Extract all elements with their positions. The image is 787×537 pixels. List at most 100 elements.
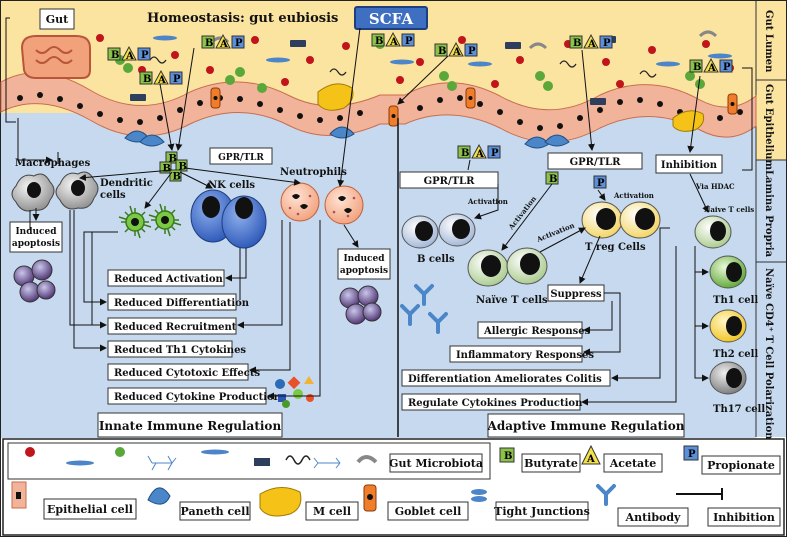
b-cells	[401, 213, 476, 249]
svg-text:A: A	[389, 37, 398, 48]
adaptive-effects: Allergic Responses Inflammatory Response…	[401, 321, 611, 411]
innate-effect-0: Reduced Activation	[114, 274, 224, 285]
svg-text:A: A	[586, 454, 595, 465]
naive-t-cells-label: Naïve T cells	[476, 295, 548, 306]
th2-cell	[709, 309, 747, 343]
svg-text:B: B	[205, 38, 213, 49]
gpr-tlr-innate-box	[209, 147, 273, 165]
svg-text:B: B	[549, 174, 557, 185]
svg-text:B: B	[438, 46, 446, 57]
legend-epithelial-label: Epithelial cell	[47, 503, 133, 516]
legend-goblet: Goblet cell	[363, 484, 469, 521]
svg-text:B: B	[179, 162, 187, 173]
svg-text:B: B	[461, 148, 469, 159]
svg-text:P: P	[235, 38, 243, 49]
naive-t-cells-small: Naive T cells	[704, 205, 754, 214]
svg-text:A: A	[219, 39, 228, 50]
svg-text:A: A	[157, 75, 166, 86]
m-cells	[317, 83, 705, 132]
dendritic-cells	[118, 203, 182, 239]
legend-inhibition-label: Inhibition	[713, 511, 775, 524]
induced-apoptosis-left-line1: Induced	[15, 227, 57, 237]
th1-cell	[709, 255, 747, 289]
svg-text:B: B	[375, 36, 383, 47]
side-label-polarization: Naïve CD4⁺ T Cell Polarization	[763, 268, 774, 440]
svg-text:P: P	[688, 449, 696, 460]
legend-propionate: P Propionate	[683, 445, 781, 475]
induced-apoptosis-left-line2: apoptosis	[12, 239, 60, 249]
legend-tight-junctions-label: Tight Junctions	[494, 505, 590, 518]
svg-text:P: P	[173, 74, 181, 85]
activation-label-1: Activation	[467, 197, 508, 206]
innate-title: Innate Immune Regulation	[99, 419, 282, 433]
legend-microbiota-icons	[25, 447, 378, 471]
gpr-tlr-t: GPR/TLR	[570, 157, 621, 168]
activation-label-4: Activation	[613, 191, 654, 200]
legend-propionate-label: Propionate	[707, 459, 775, 472]
innate-title-box	[97, 412, 283, 438]
adaptive-effect-1: Inflammatory Responses	[456, 350, 594, 361]
svg-text:B: B	[693, 62, 701, 73]
neutrophils	[280, 182, 364, 225]
svg-text:B: B	[111, 50, 119, 61]
legend-butyrate: B Butyrate	[499, 447, 581, 473]
dendritic-label-2: cells	[100, 190, 126, 201]
figure-title: Homeostasis: gut eubiosis	[147, 11, 338, 26]
dendritic-label-1: Dendritic	[100, 178, 153, 189]
innate-effect-1: Reduced Differentiation	[114, 298, 250, 309]
side-label-epithelium: Gut Epithelium	[763, 84, 774, 170]
gut-label: Gut	[46, 13, 69, 26]
adaptive-title-box	[487, 413, 685, 438]
treg-label: T reg Cells	[585, 242, 646, 253]
treg-cells	[581, 201, 661, 239]
induced-apoptosis-right-line1: Induced	[343, 254, 385, 264]
th2-label: Th2 cell	[713, 349, 758, 360]
innate-connectors	[29, 27, 361, 400]
svg-text:B: B	[163, 164, 171, 175]
innate-effect-4: Reduced Cytotoxic Effects	[114, 368, 260, 379]
induced-apoptosis-right-line2: apoptosis	[340, 266, 388, 276]
nk-label: NK cells	[208, 180, 255, 191]
svg-text:B: B	[573, 38, 581, 49]
svg-text:B: B	[504, 451, 512, 462]
side-panel-lower	[756, 160, 786, 437]
svg-text:P: P	[491, 148, 499, 159]
apoptotic-cells-left	[13, 259, 56, 303]
gpr-tlr-innate: GPR/TLR	[218, 153, 264, 163]
th17-label: Th17 cell	[713, 404, 765, 415]
gpr-tlr-b-box	[399, 171, 499, 189]
th1-label: Th1 cell	[713, 295, 758, 306]
macrophages-label: Macrophages	[15, 158, 91, 169]
antibodies	[400, 284, 448, 334]
legend-tight-junctions: Tight Junctions	[471, 489, 590, 521]
svg-text:P: P	[468, 46, 476, 57]
legend-antibody-label: Antibody	[625, 511, 682, 524]
svg-text:A: A	[707, 63, 716, 74]
svg-text:P: P	[723, 62, 731, 73]
scfa-label: SCFA	[369, 10, 414, 28]
innate-effect-2: Reduced Recruitment	[114, 322, 237, 333]
svg-text:A: A	[452, 47, 461, 58]
scfa-box	[354, 6, 428, 30]
nk-cells	[190, 189, 267, 249]
adaptive-effect-2: Differentiation Ameliorates Colitis	[408, 374, 602, 385]
adaptive-effect-0: Allergic Responses	[483, 326, 591, 337]
epithelial-nuclei	[17, 92, 743, 131]
th17-cell	[709, 361, 747, 395]
goblet-cells	[210, 87, 738, 127]
legend-goblet-label: Goblet cell	[395, 505, 462, 518]
via-hdac: Via HDAC	[695, 182, 735, 191]
innate-effects: Reduced Activation Reduced Differentiati…	[107, 269, 282, 405]
svg-text:A: A	[125, 51, 134, 62]
neutrophils-label: Neutrophils	[280, 167, 347, 178]
inhibition-box	[655, 154, 723, 174]
adaptive-effect-3: Regulate Cytokines Production	[408, 398, 583, 409]
induced-apoptosis-box-right	[337, 248, 391, 280]
paneth-cells	[124, 126, 570, 149]
svg-text:P: P	[141, 50, 149, 61]
adaptive-title: Adaptive Immune Regulation	[487, 419, 685, 433]
svg-text:P: P	[603, 38, 611, 49]
